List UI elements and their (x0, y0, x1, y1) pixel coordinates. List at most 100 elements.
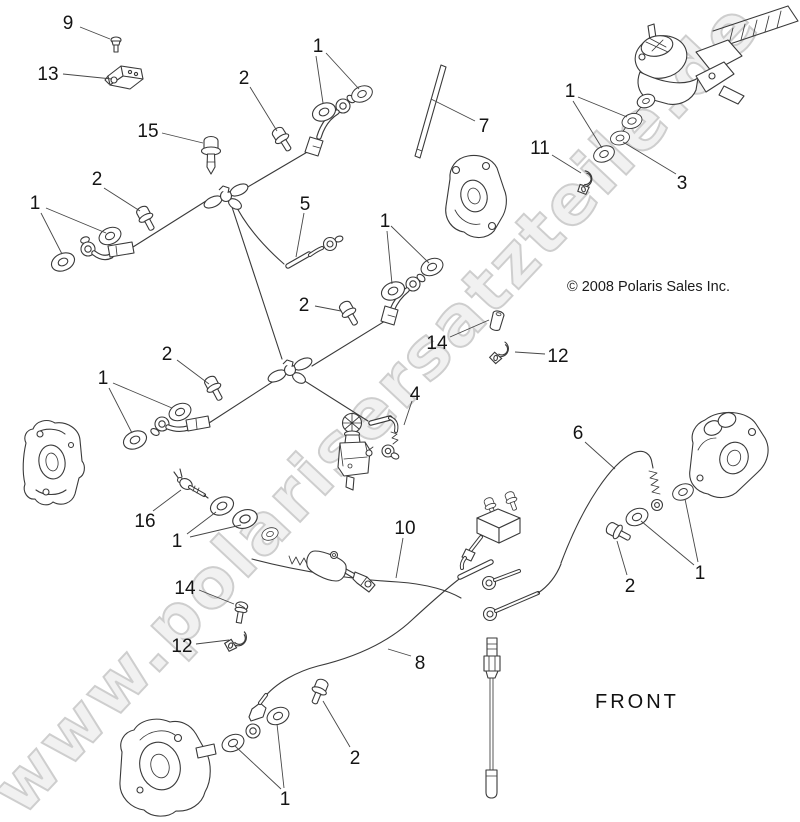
rear-caliper (119, 718, 217, 817)
callout-label-15: 15 (137, 121, 158, 142)
callout-leader-1 (112, 382, 173, 409)
callout-label-12: 12 (547, 346, 568, 367)
callout-label-3: 3 (677, 173, 688, 194)
callout-leader-15 (161, 132, 204, 144)
callout-leader-3 (622, 141, 677, 175)
callout-leader-14 (198, 589, 235, 605)
cap-14-right (489, 310, 505, 332)
front-master-cylinder (634, 5, 799, 109)
front-label: FRONT (595, 691, 679, 713)
callout-leader-12 (514, 351, 546, 355)
callout-label-1: 1 (695, 563, 706, 584)
callout-leader-12 (195, 639, 230, 645)
screw-9 (110, 36, 122, 53)
junction-block (459, 489, 521, 570)
callout-leader-1 (325, 52, 360, 90)
callout-label-1: 1 (98, 368, 109, 389)
callout-label-2: 2 (92, 169, 103, 190)
callout-leader-2 (249, 86, 278, 132)
brake-hose-bottom-left (245, 693, 268, 739)
fitting-5 (285, 235, 344, 269)
callout-label-1: 1 (30, 193, 41, 214)
callout-leader-16 (152, 489, 182, 512)
callout-label-4: 4 (410, 384, 421, 405)
tee-fitting-lower (265, 354, 315, 387)
callout-label-6: 6 (573, 423, 584, 444)
callout-label-12: 12 (171, 636, 192, 657)
callout-leader-2 (314, 305, 342, 312)
callout-leader-1 (572, 100, 603, 149)
callout-leader-2 (176, 359, 210, 385)
callout-label-2: 2 (162, 344, 173, 365)
brake-hose-left-mid (150, 415, 211, 436)
callout-leader-13 (62, 73, 113, 80)
callout-leader-2 (322, 700, 351, 748)
callout-leader-1 (640, 520, 695, 566)
brake-hose-mid-right (380, 273, 426, 326)
callout-leader-1 (186, 511, 217, 535)
callout-leader-1 (45, 207, 107, 234)
rod-7 (414, 64, 447, 159)
callout-label-7: 7 (479, 116, 490, 137)
vertical-brake-hose (483, 637, 501, 799)
callout-label-11: 11 (530, 138, 550, 159)
callout-leader-1 (189, 524, 242, 538)
rear-master-cylinder (288, 550, 376, 593)
tee-fitting-upper (201, 180, 251, 213)
front-left-caliper (22, 420, 85, 506)
callout-label-1: 1 (280, 789, 291, 810)
brake-hose-left (80, 236, 135, 261)
callout-leader-1 (108, 387, 133, 434)
callout-label-13: 13 (37, 64, 58, 85)
callout-leader-5 (295, 212, 305, 258)
callout-leader-8 (387, 648, 412, 657)
callout-leader-7 (430, 98, 476, 122)
callout-label-8: 8 (415, 653, 426, 674)
callout-label-1: 1 (565, 81, 576, 102)
bolt-15 (200, 135, 222, 175)
callout-label-1: 1 (313, 36, 324, 57)
front-right-caliper (689, 412, 769, 499)
brake-line-10 (251, 558, 462, 599)
callout-label-2: 2 (239, 68, 250, 89)
copyright-text: © 2008 Polaris Sales Inc. (567, 279, 730, 295)
screw-14-left (234, 601, 249, 624)
callout-leader-1 (40, 212, 63, 255)
clamp-12-left (221, 625, 250, 657)
hose-end-lower (482, 563, 562, 622)
callout-leader-1 (577, 96, 628, 118)
callout-label-5: 5 (300, 194, 311, 215)
callout-leader-1 (276, 723, 285, 789)
brake-line-6 (560, 450, 664, 564)
callout-label-9: 9 (63, 13, 74, 34)
callout-leader-10 (395, 537, 404, 579)
callout-label-1: 1 (172, 531, 183, 552)
callout-leader-1 (315, 55, 324, 104)
pressure-valve-assembly (337, 412, 374, 491)
caliper-mount-plate (445, 154, 507, 239)
hose-end-tube (457, 559, 494, 580)
callout-leader-11 (551, 154, 582, 174)
clamp-12-right (488, 339, 511, 366)
callout-leader-14 (449, 319, 490, 338)
callout-label-10: 10 (394, 518, 415, 539)
callout-label-2: 2 (350, 748, 361, 769)
callout-label-2: 2 (625, 576, 636, 597)
callout-label-14: 14 (174, 578, 196, 599)
callout-leader-4 (403, 400, 413, 426)
brake-hose-4 (368, 415, 400, 460)
callout-leader-1 (234, 745, 282, 790)
callout-leader-1 (684, 498, 699, 563)
callout-leader-2 (103, 187, 141, 212)
callout-leader-1 (386, 230, 393, 285)
callout-label-1: 1 (380, 211, 391, 232)
callout-label-14: 14 (426, 333, 448, 354)
callout-label-2: 2 (299, 295, 310, 316)
fitting-16 (173, 468, 209, 499)
callout-leader-6 (584, 441, 616, 470)
callout-leader-2 (616, 540, 628, 576)
callout-leader-1 (390, 225, 430, 264)
